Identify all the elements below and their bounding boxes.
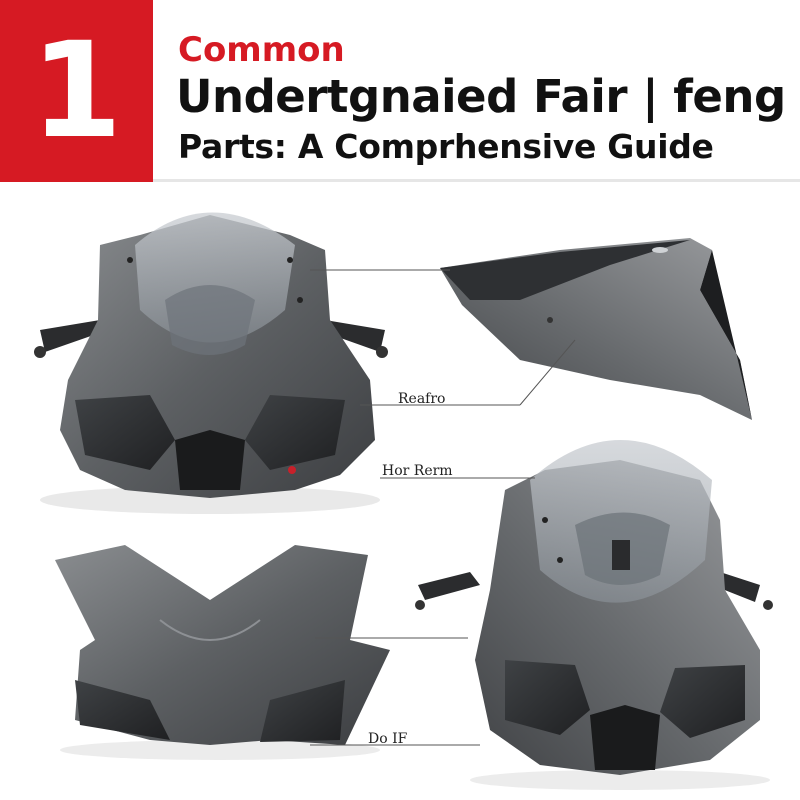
fairing-illustration	[34, 212, 773, 790]
callout-line-2b	[519, 339, 576, 406]
badge-number: 1	[30, 14, 123, 168]
front-fairing-top-left	[34, 212, 388, 514]
front-fairing-bottom-right	[415, 440, 773, 790]
side-panel-top-right	[440, 238, 752, 420]
nose-cowl-bottom-left	[55, 545, 390, 760]
header-divider	[153, 179, 800, 182]
title-line-2: Undertgnaied Fair | feng	[176, 70, 786, 123]
callout-lines	[310, 269, 576, 746]
header-banner: 1 Common Undertgnaied Fair | feng Parts:…	[0, 0, 800, 182]
title-line-3: Parts: A Comprhensive Guide	[178, 127, 714, 166]
number-badge: 1	[0, 0, 153, 182]
callout-label-2: Hor Rerm	[382, 463, 453, 479]
callout-label-3: Do IF	[368, 731, 408, 747]
title-line-1: Common	[178, 30, 345, 70]
callout-label-1: Reafro	[398, 391, 446, 407]
